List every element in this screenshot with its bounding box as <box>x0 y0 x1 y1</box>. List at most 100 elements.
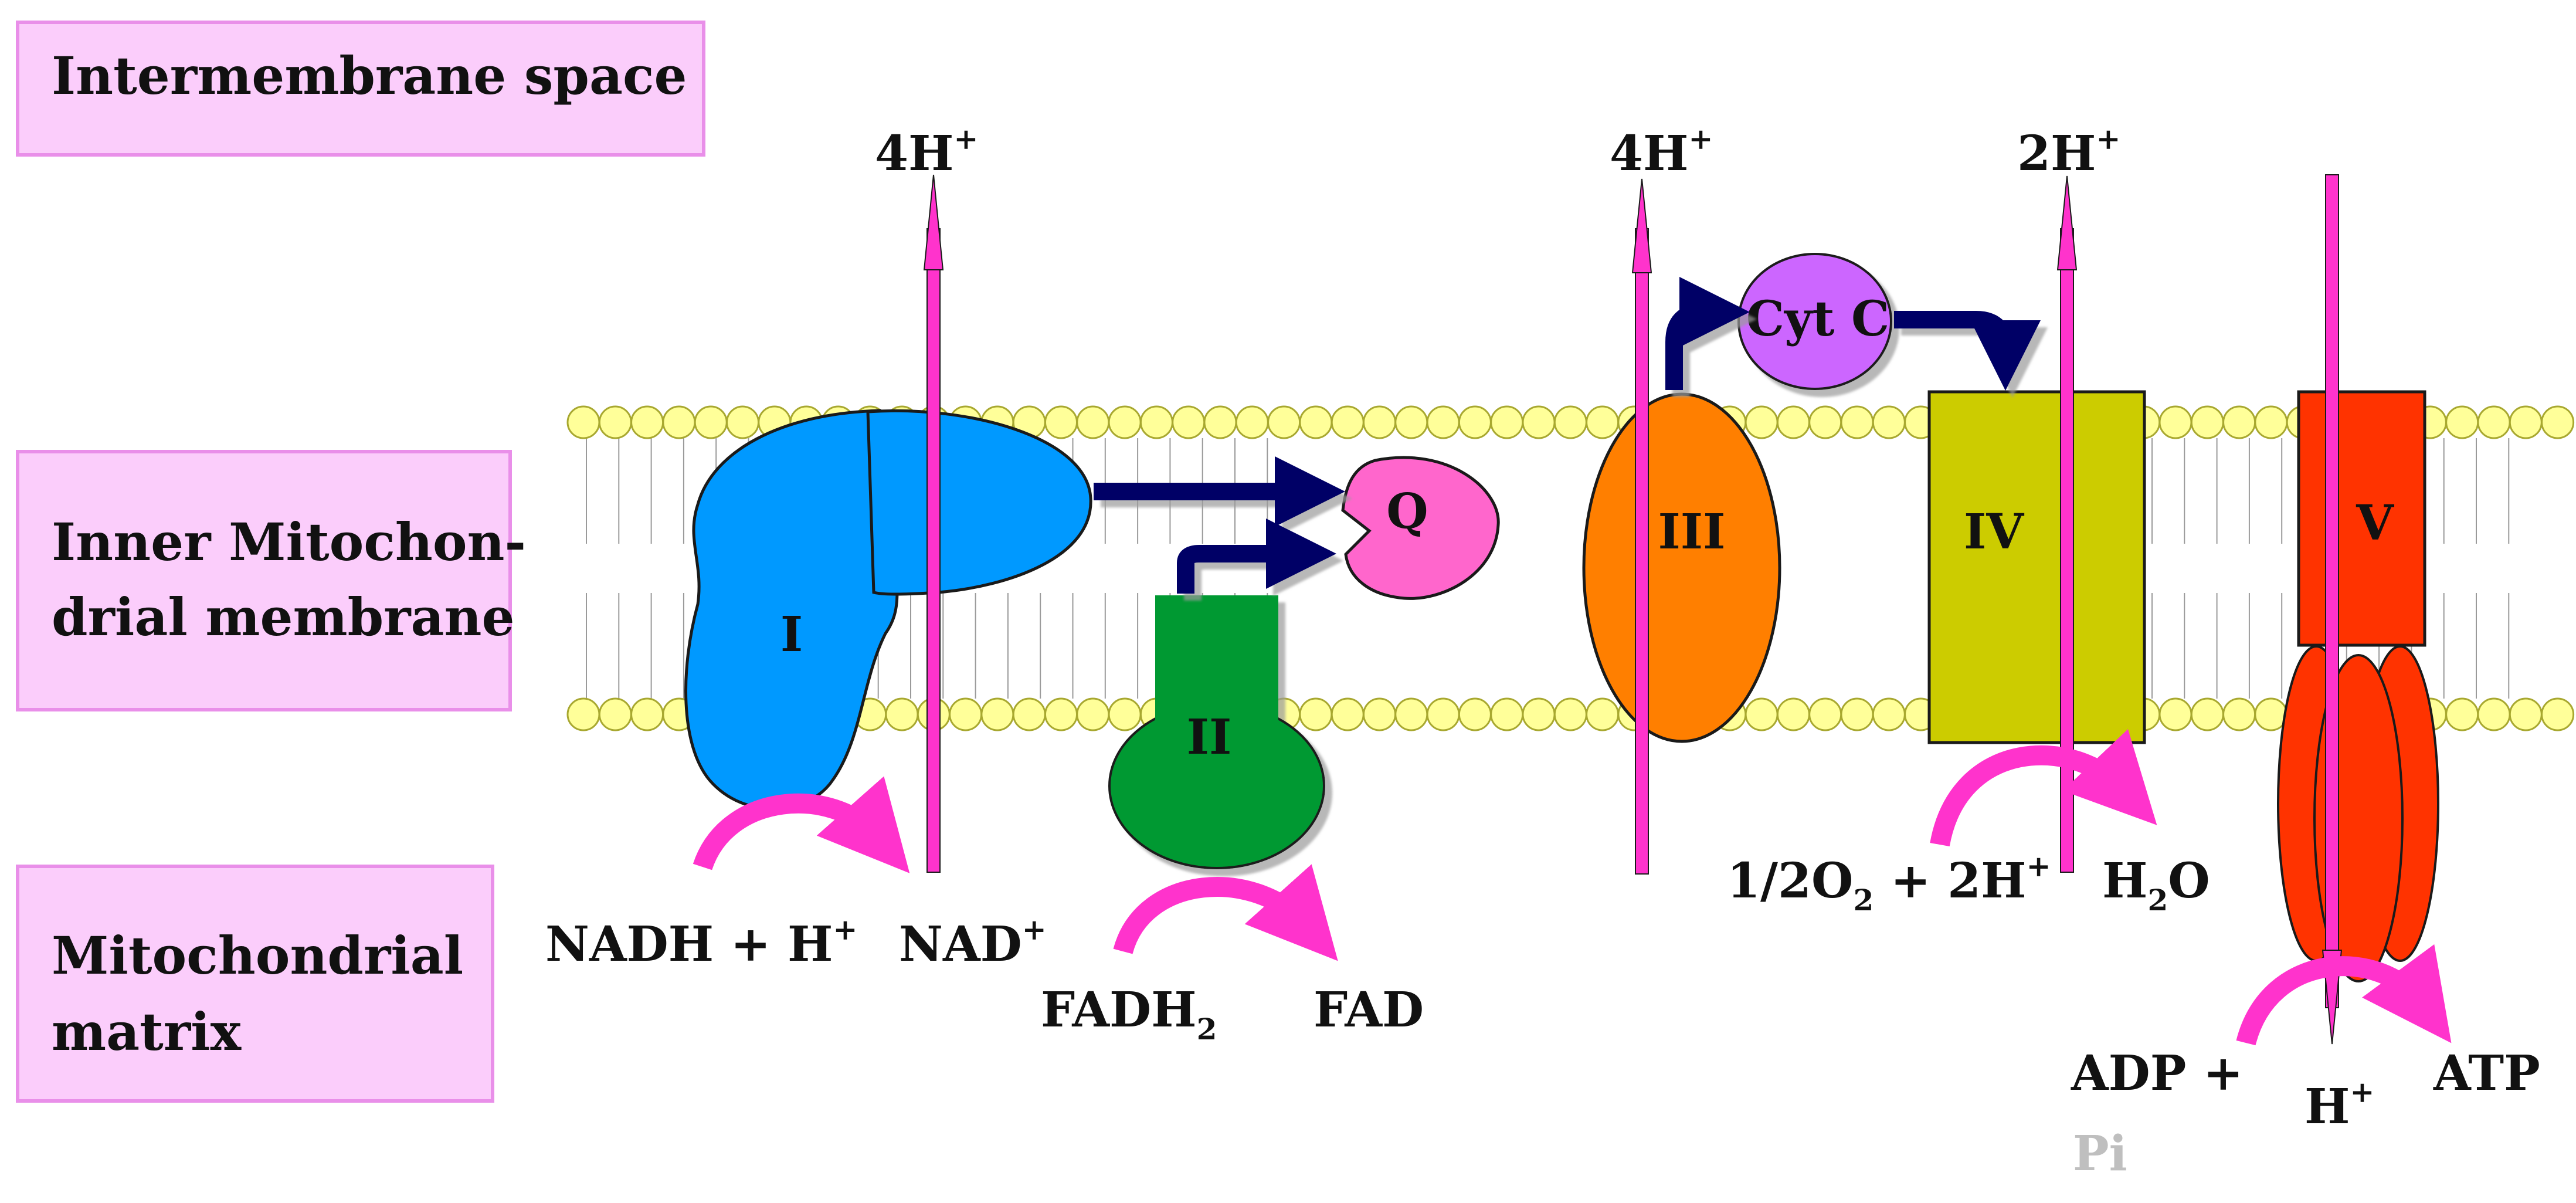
lipid-head <box>2254 405 2288 439</box>
label-nad: NAD+ <box>899 912 1047 972</box>
reaction-labels: NADH + H+ NAD+ FADH2 FAD 1/2O2 + 2H+ H2O… <box>545 849 2540 1182</box>
lipid-head <box>1108 697 1142 731</box>
lipid-head <box>1458 405 1492 439</box>
lipid-head <box>1394 405 1428 439</box>
complex-ii-label: II <box>1187 709 1232 765</box>
lipid-head <box>1522 697 1556 731</box>
lipid-head <box>1586 405 1620 439</box>
electron-arrow-iii-to-cytc <box>1665 277 1750 390</box>
lipid-head <box>1108 405 1142 439</box>
lipid-head <box>1426 405 1460 439</box>
lipid-head <box>726 405 759 439</box>
lipid-head <box>1426 697 1460 731</box>
lipid-head <box>1776 697 1810 731</box>
lipid-head <box>1203 405 1237 439</box>
lipid-head <box>630 697 664 731</box>
proton-label-complex-iii: 4H+ <box>1610 121 1713 182</box>
lipid-head <box>980 697 1014 731</box>
lipid-head <box>1172 405 1206 439</box>
lipid-head <box>1808 405 1842 439</box>
proton-arrow-complex-iv <box>2056 175 2078 873</box>
region-box-inner-membrane: Inner Mitochon- drial membrane <box>16 450 526 711</box>
proton-arrow-complex-v <box>2322 174 2343 1045</box>
region-box-intermembrane: Intermembrane space <box>16 21 705 157</box>
lipid-head <box>1522 405 1556 439</box>
lipid-head <box>566 697 600 731</box>
lipid-head <box>2445 405 2479 439</box>
electron-arrow-ii-to-q <box>1177 519 1336 594</box>
lipid-head <box>2158 405 2193 439</box>
reaction-arrow-fadh2 <box>1113 864 1338 961</box>
lipid-head <box>1235 405 1269 439</box>
cytochrome-c-label: Cyt C <box>1746 291 1890 347</box>
lipid-head <box>1076 697 1110 731</box>
label-fadh2: FADH2 <box>1041 982 1217 1046</box>
lipid-head <box>2509 405 2543 439</box>
lipid-head <box>630 405 664 439</box>
lipid-head <box>2541 405 2575 439</box>
complex-v-atp-synthase: V <box>2277 390 2439 982</box>
complex-iv: IV <box>1927 390 2146 744</box>
proton-shafts <box>923 174 2343 1045</box>
complex-iv-label: IV <box>1964 504 2024 560</box>
complex-i-label: I <box>780 606 803 663</box>
lipid-head <box>1840 697 1874 731</box>
lipid-head <box>2509 697 2543 731</box>
label-adp: ADP + <box>2071 1045 2244 1102</box>
lipid-head <box>598 697 632 731</box>
lipid-head <box>1458 697 1492 731</box>
complex-iii-label: III <box>1658 504 1725 560</box>
lipid-head <box>1745 405 1779 439</box>
lipid-head <box>1394 697 1428 731</box>
label-atp: ATP <box>2433 1045 2540 1102</box>
lipid-head <box>1363 697 1396 731</box>
region-label-matrix-line1: Mitochondrial <box>52 925 463 986</box>
proton-label-complex-v: H+ <box>2305 1075 2374 1135</box>
lipid-head <box>2190 405 2224 439</box>
proton-label-complex-iv: 2H+ <box>2017 121 2120 182</box>
lipid-head <box>1076 405 1110 439</box>
lipid-head <box>1553 405 1587 439</box>
lipid-head <box>694 405 728 439</box>
lipid-head <box>1299 697 1333 731</box>
lipid-head <box>885 697 919 731</box>
reaction-arrow-nadh <box>693 776 910 873</box>
lipid-head <box>1490 697 1524 731</box>
cytochrome-c: Cyt C <box>1737 253 1892 390</box>
label-water: H2O <box>2102 853 2210 917</box>
proton-arrow-complex-iii <box>1631 178 1652 875</box>
electron-flow-arrows <box>1094 277 2041 594</box>
lipid-head <box>1267 405 1301 439</box>
lipid-head <box>598 405 632 439</box>
reaction-arrow-oxygen <box>1930 729 2157 847</box>
complex-v-label: V <box>2356 495 2394 551</box>
lipid-head <box>1012 697 1046 731</box>
complex-ii: II <box>1108 595 1325 869</box>
lipid-head <box>1490 405 1524 439</box>
proton-label-complex-i: 4H+ <box>875 121 978 182</box>
lipid-head <box>1872 405 1906 439</box>
lipid-head <box>2158 697 2193 731</box>
ubiquinone-q: Q <box>1341 456 1500 600</box>
proton-labels: 4H+ 4H+ 2H+ H+ <box>875 121 2374 1135</box>
lipid-head <box>1331 697 1365 731</box>
label-half-oxygen: 1/2O2 + 2H+ <box>1727 849 2051 917</box>
lipid-head <box>1299 405 1333 439</box>
ubiquinone-q-label: Q <box>1386 483 1428 540</box>
lipid-head <box>1044 697 1078 731</box>
region-label-membrane-line1: Inner Mitochon- <box>52 511 526 572</box>
lipid-head <box>1139 405 1173 439</box>
reaction-arrow-atp <box>2236 944 2452 1046</box>
lipid-head <box>1776 405 1810 439</box>
lipid-head <box>1044 405 1078 439</box>
lipid-head <box>1840 405 1874 439</box>
lipid-head <box>662 405 696 439</box>
lipid-head <box>566 405 600 439</box>
reaction-arrows <box>693 729 2452 1046</box>
lipid-head <box>2541 697 2575 731</box>
lipid-head <box>949 697 983 731</box>
complex-i: I <box>684 409 1092 811</box>
lipid-head <box>2190 697 2224 731</box>
proton-arrow-complex-i <box>923 174 944 873</box>
